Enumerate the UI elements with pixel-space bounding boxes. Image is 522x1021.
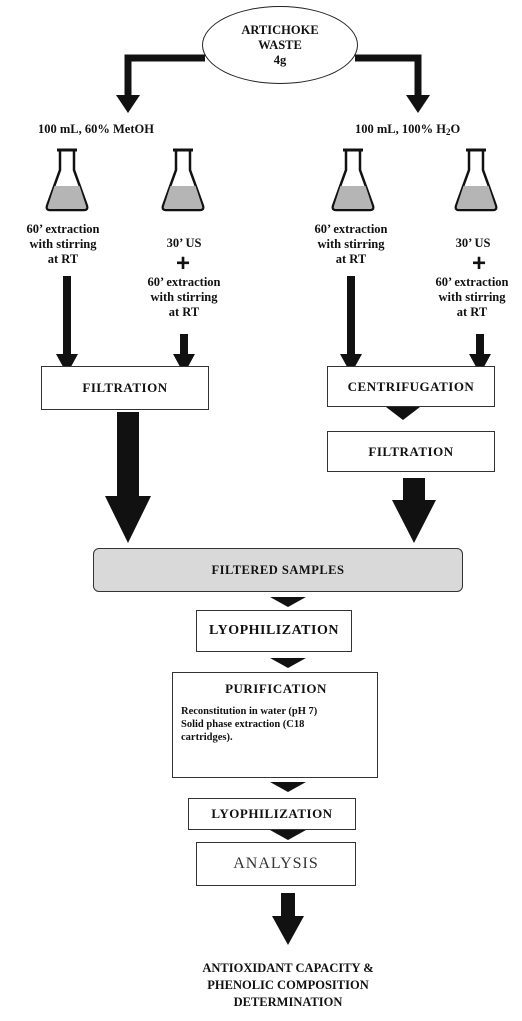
final-result-text: ANTIOXIDANT CAPACITY & PHENOLIC COMPOSIT… — [202, 961, 374, 1009]
connector-start-right — [355, 54, 422, 95]
filtration-right-box: FILTRATION — [327, 431, 495, 472]
purification-box: PURIFICATION Reconstitution in water (pH… — [172, 672, 378, 778]
arrowhead-to-lyo1 — [270, 597, 306, 607]
right-solvent-tail: O — [450, 122, 461, 136]
arrowhead-start-right — [406, 95, 430, 113]
left-solvent-label: 100 mL, 60% MetOH — [38, 122, 154, 136]
purification-description: Reconstitution in water (pH 7) Solid pha… — [181, 706, 318, 743]
arrowhead-centrifugation — [386, 407, 420, 420]
right-solvent-main: 100 mL, 100% H — [355, 122, 446, 136]
arrowhead-final — [272, 916, 304, 945]
left-step-a-text: 60’ extraction with stirring at RT — [26, 222, 100, 266]
purification-title: PURIFICATION — [225, 681, 327, 696]
arrowhead-start-left — [116, 95, 140, 113]
lyophilization-box-1: LYOPHILIZATION — [196, 610, 352, 652]
big-arrow-shaft-right — [403, 478, 425, 502]
big-arrow-shaft-left — [117, 412, 139, 498]
filtered-samples-box: FILTERED SAMPLES — [93, 548, 463, 592]
arrow-shaft-right-a — [347, 276, 355, 356]
right-solvent-subscript: 2 — [445, 127, 451, 137]
flask-icon — [454, 148, 498, 212]
left-step-b-bottom-text: 60’ extraction with stirring at RT — [147, 275, 221, 319]
left-plus-sign: + — [176, 250, 191, 277]
arrowhead-right-b — [469, 354, 491, 374]
arrow-shaft-left-a — [63, 276, 71, 356]
arrowhead-left-a — [56, 354, 78, 374]
flask-icon — [45, 148, 89, 212]
arrow-shaft-left-b — [180, 334, 188, 356]
flask-icon — [161, 148, 205, 212]
right-step-b-top-text: 30’ US — [455, 236, 491, 250]
connector-start-left — [124, 54, 205, 95]
arrowhead-to-purif — [270, 658, 306, 668]
big-arrowhead-left — [105, 496, 151, 543]
right-step-a-text: 60’ extraction with stirring at RT — [314, 222, 388, 266]
big-arrowhead-right — [392, 500, 436, 543]
arrow-shaft-right-b — [476, 334, 484, 356]
arrow-shaft-final — [281, 893, 295, 920]
arrowhead-to-lyo2 — [270, 782, 306, 792]
start-node-artichoke-waste: ARTICHOKE WASTE 4g — [202, 6, 358, 84]
filtration-left-box: FILTRATION — [41, 366, 209, 410]
right-solvent-label: 100 mL, 100% H2O — [355, 122, 522, 140]
centrifugation-box: CENTRIFUGATION — [327, 366, 495, 407]
right-step-b-bottom-text: 60’ extraction with stirring at RT — [435, 275, 509, 319]
analysis-box: ANALYSIS — [196, 842, 356, 886]
left-step-b-top-text: 30’ US — [166, 236, 202, 250]
arrowhead-right-a — [340, 354, 362, 374]
right-plus-sign: + — [472, 250, 487, 277]
flask-icon — [331, 148, 375, 212]
arrowhead-left-b — [173, 354, 195, 374]
arrowhead-to-analysis — [270, 830, 306, 840]
lyophilization-box-2: LYOPHILIZATION — [188, 798, 356, 830]
